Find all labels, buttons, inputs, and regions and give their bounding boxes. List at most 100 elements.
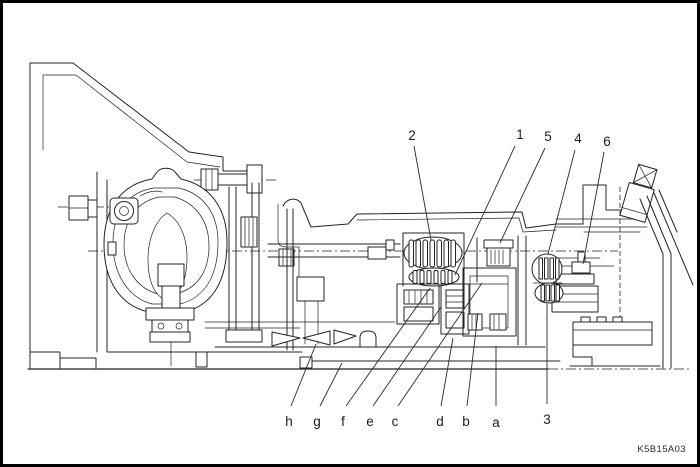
front-drum-shell	[402, 232, 465, 291]
turbine-outline	[123, 196, 210, 295]
clutch-plate	[408, 239, 414, 268]
clutch-plate	[419, 270, 425, 284]
housing-diagonal-inner	[639, 195, 672, 284]
shaft-step	[367, 246, 387, 260]
case-top	[282, 184, 648, 332]
band-servo	[483, 239, 514, 267]
drum-fin-left	[467, 313, 483, 331]
clutch-plate	[440, 270, 446, 284]
output-drum-inner	[469, 275, 509, 329]
bolt-washer	[87, 199, 98, 218]
clutch-plate	[545, 284, 550, 302]
rear-mount	[569, 316, 661, 367]
leader-g	[319, 362, 343, 407]
housing-post	[662, 282, 672, 369]
clutch-plate	[429, 239, 435, 268]
torque-converter	[103, 167, 228, 367]
leader-b	[466, 312, 479, 407]
pawl-pivot-dome	[359, 330, 377, 348]
bellhousing-top	[29, 62, 253, 172]
callout-f: f	[341, 414, 345, 429]
leader-c	[397, 282, 483, 407]
kickdown-rod	[555, 218, 648, 233]
case-front-wall	[286, 208, 294, 351]
pinion-block	[440, 283, 470, 335]
callout-labels: 2 1 5 4 6 h g f e c d b a 3	[285, 127, 611, 430]
pan-foot-left	[195, 351, 208, 368]
pump-drive-flange	[145, 307, 195, 321]
converter-hub-upper	[157, 263, 185, 287]
clutch-plate	[415, 239, 421, 268]
mount-block	[572, 321, 653, 346]
carrier-block	[403, 306, 434, 322]
valve-body-rails	[204, 321, 396, 329]
left-mount-bolt	[58, 195, 118, 221]
converter-shell-inner	[112, 187, 219, 305]
rear-clutch-pack	[531, 253, 564, 304]
front-clutch-pack	[403, 236, 463, 287]
pawl-wedge-2	[302, 330, 331, 346]
pump-walls	[228, 182, 260, 335]
center-wall	[517, 235, 527, 346]
leader-1	[454, 145, 516, 276]
bellhousing	[29, 62, 253, 369]
callout-b: b	[462, 414, 470, 429]
plug-body-line	[621, 207, 648, 216]
figure-code: K5B15A03	[637, 444, 686, 455]
callout-a: a	[492, 415, 500, 430]
drum-fin-right	[489, 313, 507, 331]
clutch-plate	[538, 257, 543, 280]
pinion-shaft	[445, 311, 465, 329]
clutch-plate	[447, 270, 453, 284]
housing-bolt-boss	[246, 164, 263, 194]
plug-cap-cross	[633, 164, 658, 189]
parking-pawl-area	[107, 321, 561, 369]
baseline	[27, 250, 692, 370]
bearing-ball-left	[157, 322, 165, 330]
pilot-bearing-outer	[114, 201, 134, 221]
sun-gear-block	[403, 289, 434, 305]
leader-4	[547, 149, 576, 255]
center-support	[296, 276, 325, 302]
leader-5	[499, 147, 546, 244]
pump-bearing-race	[151, 319, 189, 333]
drum-fin-right-lines	[493, 314, 500, 330]
callout-1: 1	[516, 127, 524, 142]
clutch-plate	[555, 257, 560, 280]
pawl-wedge-3	[333, 329, 357, 345]
servo-piston-fins	[490, 249, 504, 265]
mount-bump-2	[596, 316, 607, 323]
mount-foot	[569, 344, 661, 367]
shell-lug	[107, 241, 117, 256]
clutch-plate	[549, 257, 554, 280]
clutch-plate	[433, 270, 439, 284]
snap-ring-seat	[571, 261, 591, 274]
extension-housing	[639, 189, 694, 369]
housing-bolt-head	[200, 168, 219, 191]
lockup-arrow	[139, 190, 163, 197]
pinion-gear	[445, 289, 465, 309]
pump-base	[149, 331, 191, 343]
case-inner-contour	[277, 203, 300, 278]
clutch-plate	[443, 239, 449, 268]
bearing-ball-right	[175, 322, 183, 330]
oil-pump-section	[225, 182, 325, 351]
leader-h	[290, 343, 317, 407]
output-drum	[462, 267, 517, 337]
pilot-bearing-inner	[119, 206, 129, 216]
mount-bump-1	[580, 316, 591, 323]
rear-hub	[555, 273, 595, 285]
callout-g: g	[313, 414, 321, 429]
clutch-plate	[422, 239, 428, 268]
clutch-plate	[555, 284, 560, 302]
check-ball-pin	[385, 239, 395, 251]
leader-2	[413, 145, 432, 241]
callout-e: e	[366, 414, 374, 429]
sun-gear-fins	[408, 290, 428, 304]
leader-d	[440, 337, 454, 407]
clutch-plate	[540, 284, 545, 302]
housing-diagonal-outer	[653, 189, 694, 286]
pump-foot	[225, 329, 263, 343]
